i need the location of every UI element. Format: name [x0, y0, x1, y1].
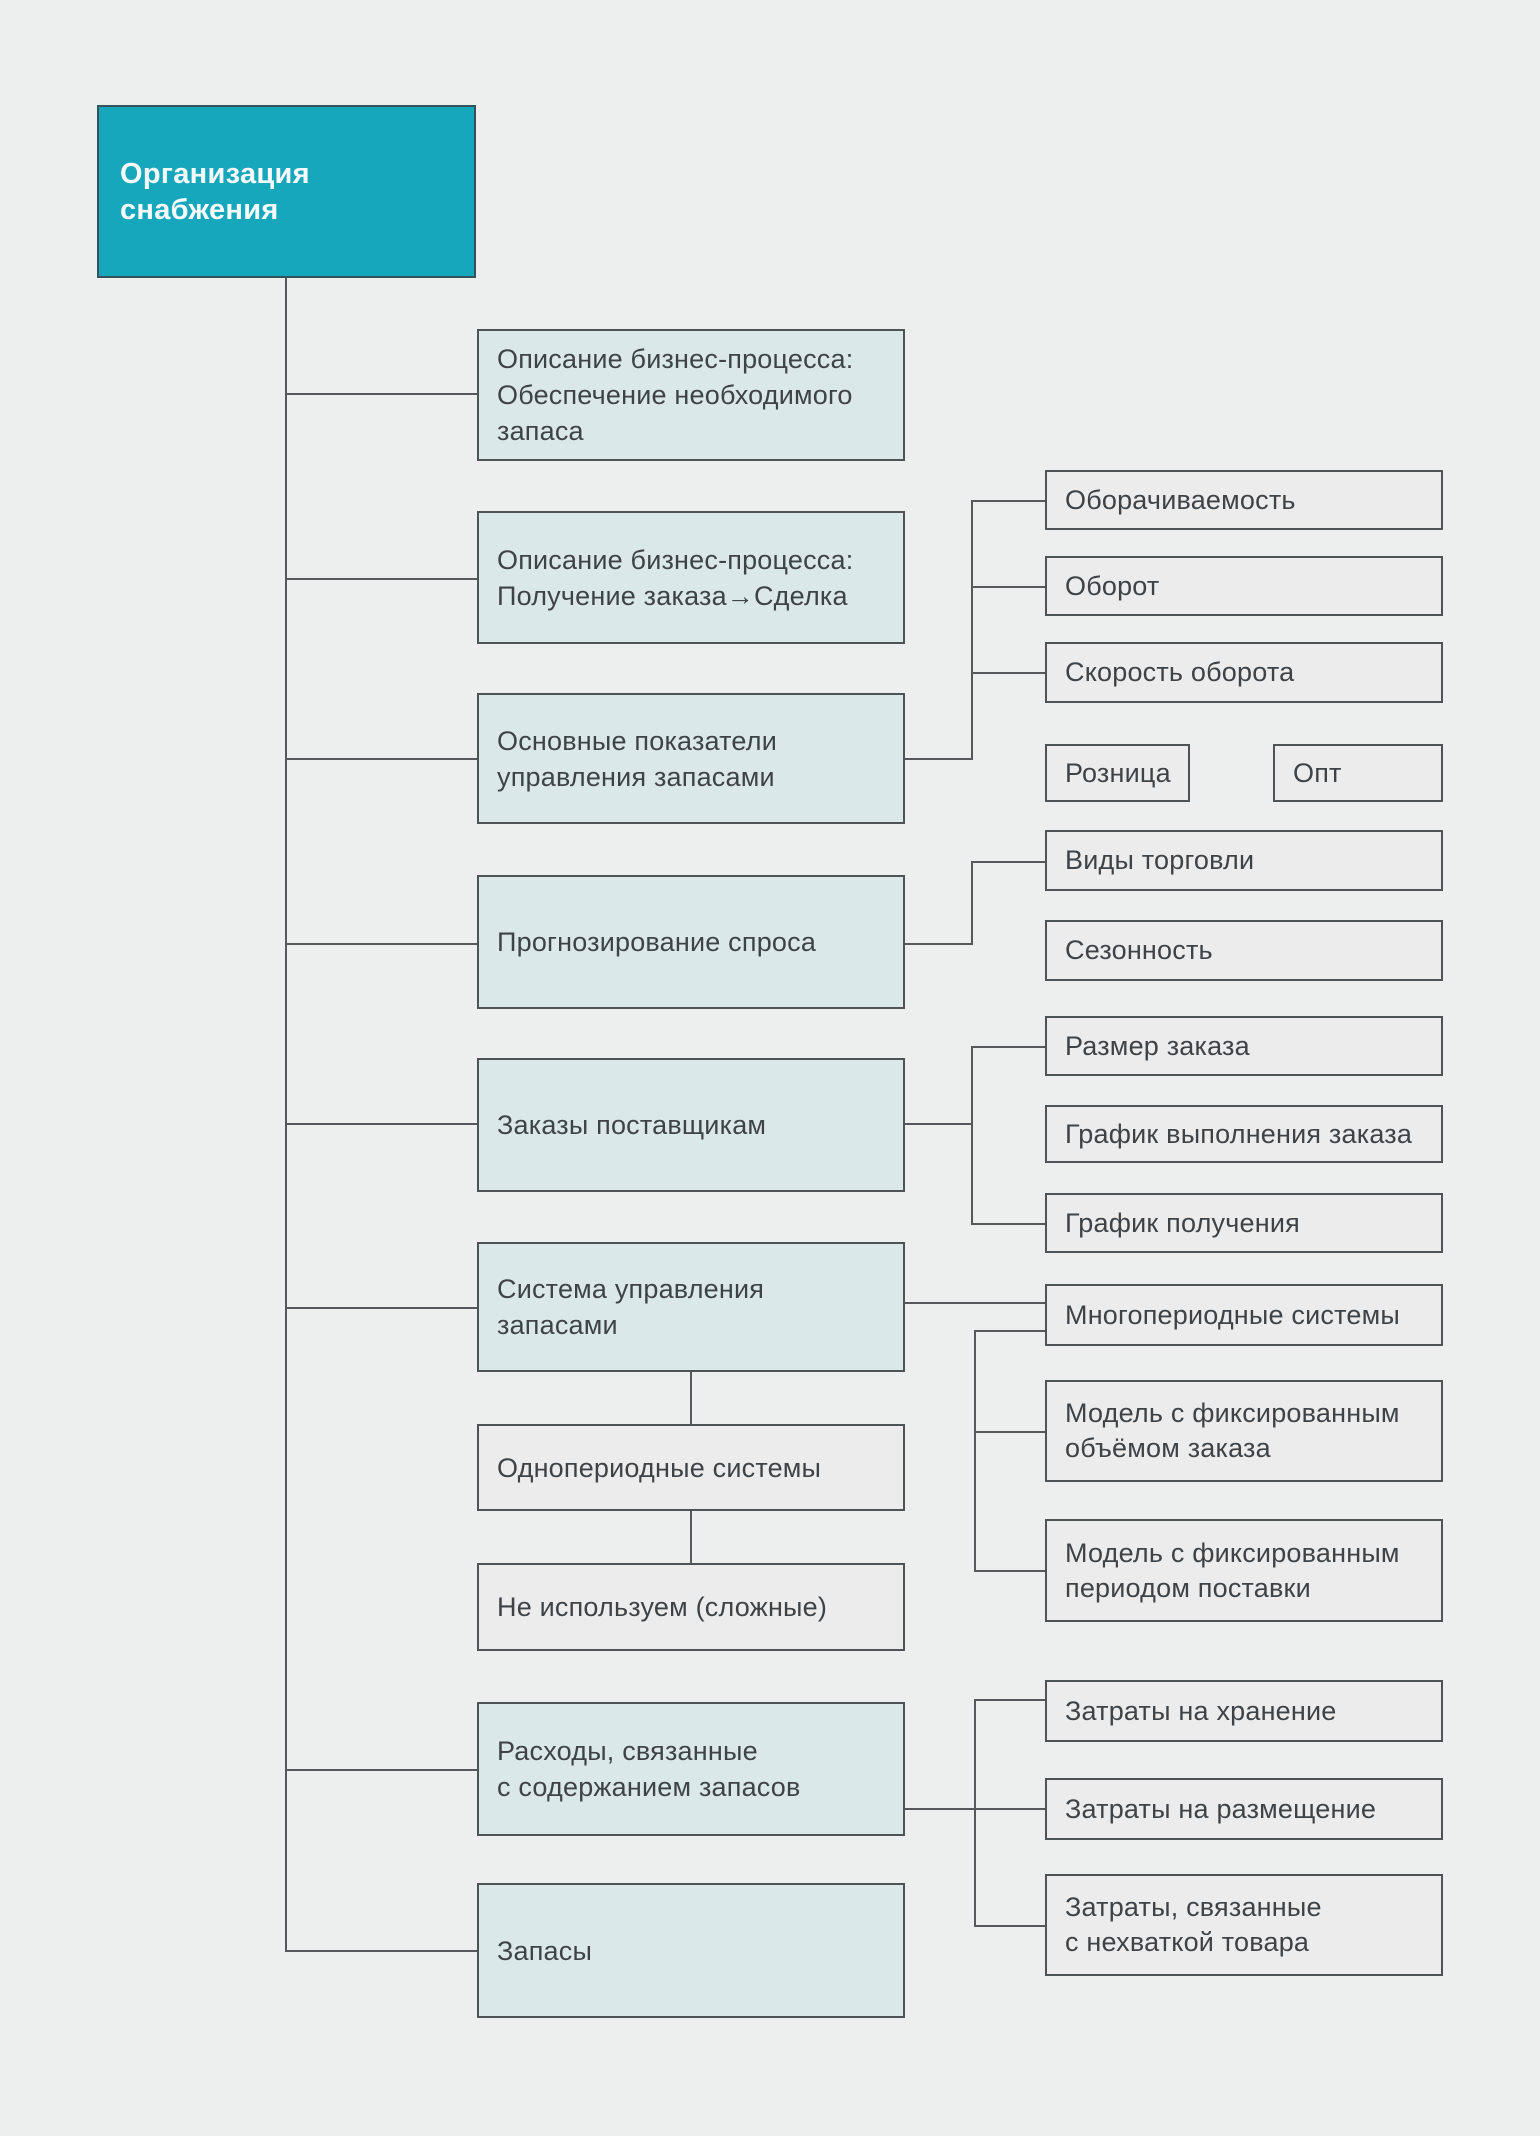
node-label: Запасы	[497, 1935, 593, 1966]
connector-line	[974, 1699, 976, 1927]
node-trade-types: Виды торговли	[1045, 830, 1443, 891]
connector-line	[905, 943, 973, 945]
node-label: Описание бизнес-процесса: Получение зака…	[497, 544, 854, 611]
node-storage-costs: Затраты на хранение	[1045, 1680, 1443, 1742]
node-turnover: Оборот	[1045, 556, 1443, 616]
node-label: Не используем (сложные)	[497, 1592, 828, 1622]
connector-line	[285, 1950, 477, 1952]
node-order-size: Размер заказа	[1045, 1016, 1443, 1076]
node-label: Сезонность	[1065, 935, 1213, 965]
node-label: График выполнения заказа	[1065, 1118, 1413, 1149]
connector-line	[971, 1223, 1045, 1225]
connector-line	[971, 1046, 973, 1225]
node-label: Описание бизнес-процесса: Обеспечение не…	[497, 344, 854, 446]
connector-line	[285, 758, 477, 760]
connector-line	[974, 1570, 1045, 1572]
node-label: Основные показатели управления запасами	[497, 725, 777, 792]
node-label: Затраты на хранение	[1065, 1695, 1337, 1726]
connector-line	[690, 1511, 692, 1563]
root-node-supply-organization: Организация снабжения	[97, 105, 476, 278]
node-wholesale: Опт	[1273, 744, 1443, 802]
node-receiving-schedule: График получения	[1045, 1193, 1443, 1253]
node-label: Модель с фиксированным объёмом заказа	[1065, 1398, 1400, 1463]
node-label: Расходы, связанные с содержанием запасов	[497, 1736, 801, 1802]
connector-line	[285, 1769, 477, 1771]
node-not-used-complex: Не используем (сложные)	[477, 1563, 905, 1651]
node-single-period-systems: Однопериодные системы	[477, 1424, 905, 1511]
node-supplier-orders: Заказы поставщикам	[477, 1058, 905, 1192]
node-label: Оборот	[1065, 570, 1160, 601]
node-inventory-management-system: Система управления запасами	[477, 1242, 905, 1372]
connector-line	[905, 1302, 1045, 1304]
node-label: Однопериодные системы	[497, 1452, 822, 1483]
node-process-order-deal: Описание бизнес-процесса: Получение зака…	[477, 511, 905, 644]
connector-line	[971, 1046, 1045, 1048]
node-label: Затраты, связанные с нехваткой товара	[1065, 1892, 1322, 1957]
node-label: Многопериодные системы	[1065, 1299, 1400, 1330]
connector-line	[971, 861, 1045, 863]
node-label: Система управления запасами	[497, 1274, 765, 1340]
connector-line	[974, 1431, 1045, 1433]
connector-line	[905, 1123, 973, 1125]
connector-line	[971, 500, 973, 760]
node-label: Розница	[1065, 757, 1171, 788]
connector-line	[285, 943, 477, 945]
node-label: Виды торговли	[1065, 845, 1255, 875]
connector-line	[974, 1330, 1045, 1332]
connector-line	[971, 672, 1045, 674]
node-multi-period-systems: Многопериодные системы	[1045, 1284, 1443, 1346]
root-node-label: Организация снабжения	[120, 157, 310, 226]
node-label: Оборачиваемость	[1065, 484, 1296, 515]
node-demand-forecasting: Прогнозирование спроса	[477, 875, 905, 1009]
node-turnover-ability: Оборачиваемость	[1045, 470, 1443, 530]
connector-line	[905, 758, 973, 760]
connector-line	[974, 1925, 1045, 1927]
connector-line	[971, 500, 1045, 502]
node-label: Размер заказа	[1065, 1030, 1250, 1061]
connector-line	[285, 1307, 477, 1309]
node-fixed-supply-period-model: Модель с фиксированным периодом поставки	[1045, 1519, 1443, 1622]
node-label: Опт	[1293, 757, 1342, 788]
connector-line	[285, 1123, 477, 1125]
node-stock: Запасы	[477, 1883, 905, 2018]
trunk-connector-line	[285, 278, 287, 1952]
connector-line	[974, 1330, 976, 1572]
connector-line	[971, 586, 1045, 588]
node-shortage-costs: Затраты, связанные с нехваткой товара	[1045, 1874, 1443, 1976]
node-label: Прогнозирование спроса	[497, 927, 817, 957]
node-key-indicators: Основные показатели управления запасами	[477, 693, 905, 824]
node-inventory-holding-costs: Расходы, связанные с содержанием запасов	[477, 1702, 905, 1836]
connector-line	[974, 1699, 1045, 1701]
node-process-stock-provision: Описание бизнес-процесса: Обеспечение не…	[477, 329, 905, 461]
connector-line	[971, 861, 973, 945]
connector-line	[690, 1372, 692, 1424]
node-label: Скорость оборота	[1065, 657, 1295, 687]
node-seasonality: Сезонность	[1045, 920, 1443, 981]
node-label: Заказы поставщикам	[497, 1110, 767, 1140]
node-retail: Розница	[1045, 744, 1190, 802]
node-fixed-order-volume-model: Модель с фиксированным объёмом заказа	[1045, 1380, 1443, 1482]
node-label: Модель с фиксированным периодом поставки	[1065, 1537, 1400, 1603]
node-label: Затраты на размещение	[1065, 1793, 1377, 1824]
node-order-fulfillment-schedule: График выполнения заказа	[1045, 1105, 1443, 1163]
connector-line	[285, 393, 477, 395]
connector-line	[285, 578, 477, 580]
node-placement-costs: Затраты на размещение	[1045, 1778, 1443, 1840]
node-label: График получения	[1065, 1207, 1300, 1238]
node-turnover-speed: Скорость оборота	[1045, 642, 1443, 703]
